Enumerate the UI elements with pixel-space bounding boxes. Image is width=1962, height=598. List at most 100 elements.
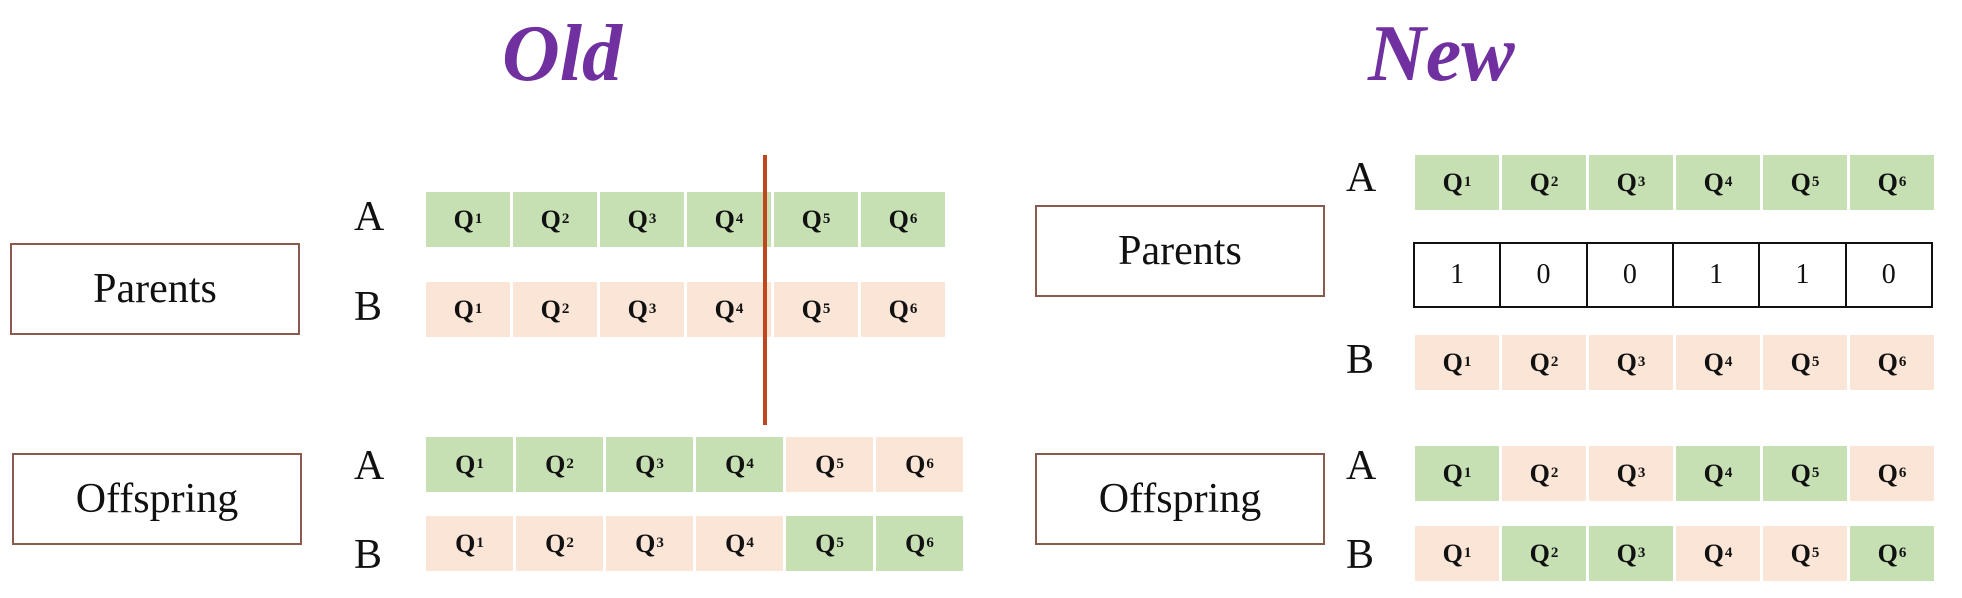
gene-letter: Q bbox=[905, 449, 926, 479]
gene-index: 2 bbox=[1550, 174, 1559, 190]
gene-letter: Q bbox=[1790, 458, 1811, 488]
gene-index: 3 bbox=[648, 211, 657, 227]
crossover-cut-line bbox=[763, 155, 767, 425]
gene-letter: Q bbox=[545, 528, 566, 558]
gene-letter: Q bbox=[815, 528, 836, 558]
old-parent-a-label: A bbox=[354, 194, 385, 240]
new-offspring-b-label: B bbox=[1346, 532, 1375, 578]
gene-letter: Q bbox=[1790, 347, 1811, 377]
gene-index: 3 bbox=[1637, 545, 1646, 561]
gene-index: 6 bbox=[1898, 354, 1907, 370]
gene-letter: Q bbox=[1616, 538, 1637, 568]
gene-index: 5 bbox=[836, 456, 844, 472]
old-parent-b-label: B bbox=[354, 284, 383, 330]
gene-letter: Q bbox=[627, 294, 648, 324]
gene-index: 1 bbox=[474, 211, 483, 227]
old-title: Old bbox=[502, 10, 622, 98]
gene-letter: Q bbox=[1703, 347, 1724, 377]
gene-index: 1 bbox=[1463, 354, 1472, 370]
gene-index: 6 bbox=[909, 211, 918, 227]
gene-letter: Q bbox=[1703, 538, 1724, 568]
gene-index: 1 bbox=[1463, 174, 1472, 190]
gene-letter: Q bbox=[1529, 538, 1550, 568]
gene-letter: Q bbox=[1703, 458, 1724, 488]
old-parents-label: Parents bbox=[93, 266, 217, 312]
new-title: New bbox=[1368, 10, 1515, 98]
gene-letter: Q bbox=[1703, 167, 1724, 197]
gene-index: 2 bbox=[566, 456, 574, 472]
gene-letter: Q bbox=[1616, 167, 1637, 197]
gene-letter: Q bbox=[540, 204, 561, 234]
gene-index: 6 bbox=[926, 535, 934, 551]
gene-letter: Q bbox=[545, 449, 566, 479]
gene-index: 5 bbox=[1811, 545, 1820, 561]
gene-index: 5 bbox=[836, 535, 844, 551]
old-parents-box: Parents bbox=[10, 243, 300, 335]
gene-index: 4 bbox=[735, 301, 744, 317]
gene-letter: Q bbox=[888, 294, 909, 324]
gene-letter: Q bbox=[1877, 167, 1898, 197]
gene-letter: Q bbox=[1877, 347, 1898, 377]
gene-letter: Q bbox=[1529, 347, 1550, 377]
gene-letter: Q bbox=[725, 528, 746, 558]
gene-index: 2 bbox=[1550, 465, 1559, 481]
old-offspring-box: Offspring bbox=[12, 453, 302, 545]
mask-bit-5: 1 bbox=[1758, 244, 1844, 306]
gene-index: 6 bbox=[1898, 174, 1907, 190]
gene-index: 1 bbox=[476, 456, 484, 472]
gene-index: 3 bbox=[648, 301, 657, 317]
mask-bit-6: 0 bbox=[1844, 244, 1931, 306]
gene-index: 6 bbox=[1898, 465, 1907, 481]
gene-index: 1 bbox=[474, 301, 483, 317]
gene-index: 5 bbox=[1811, 174, 1820, 190]
gene-letter: Q bbox=[1616, 458, 1637, 488]
gene-index: 5 bbox=[1811, 354, 1820, 370]
gene-index: 2 bbox=[1550, 545, 1559, 561]
gene-letter: Q bbox=[627, 204, 648, 234]
gene-index: 4 bbox=[746, 535, 754, 551]
gene-index: 6 bbox=[926, 456, 934, 472]
gene-index: 3 bbox=[656, 456, 664, 472]
gene-letter: Q bbox=[1790, 167, 1811, 197]
gene-letter: Q bbox=[714, 204, 735, 234]
gene-letter: Q bbox=[455, 528, 476, 558]
old-offspring-b-label: B bbox=[354, 532, 383, 578]
gene-index: 4 bbox=[1724, 174, 1733, 190]
gene-letter: Q bbox=[725, 449, 746, 479]
gene-index: 1 bbox=[476, 535, 484, 551]
gene-index: 5 bbox=[1811, 465, 1820, 481]
